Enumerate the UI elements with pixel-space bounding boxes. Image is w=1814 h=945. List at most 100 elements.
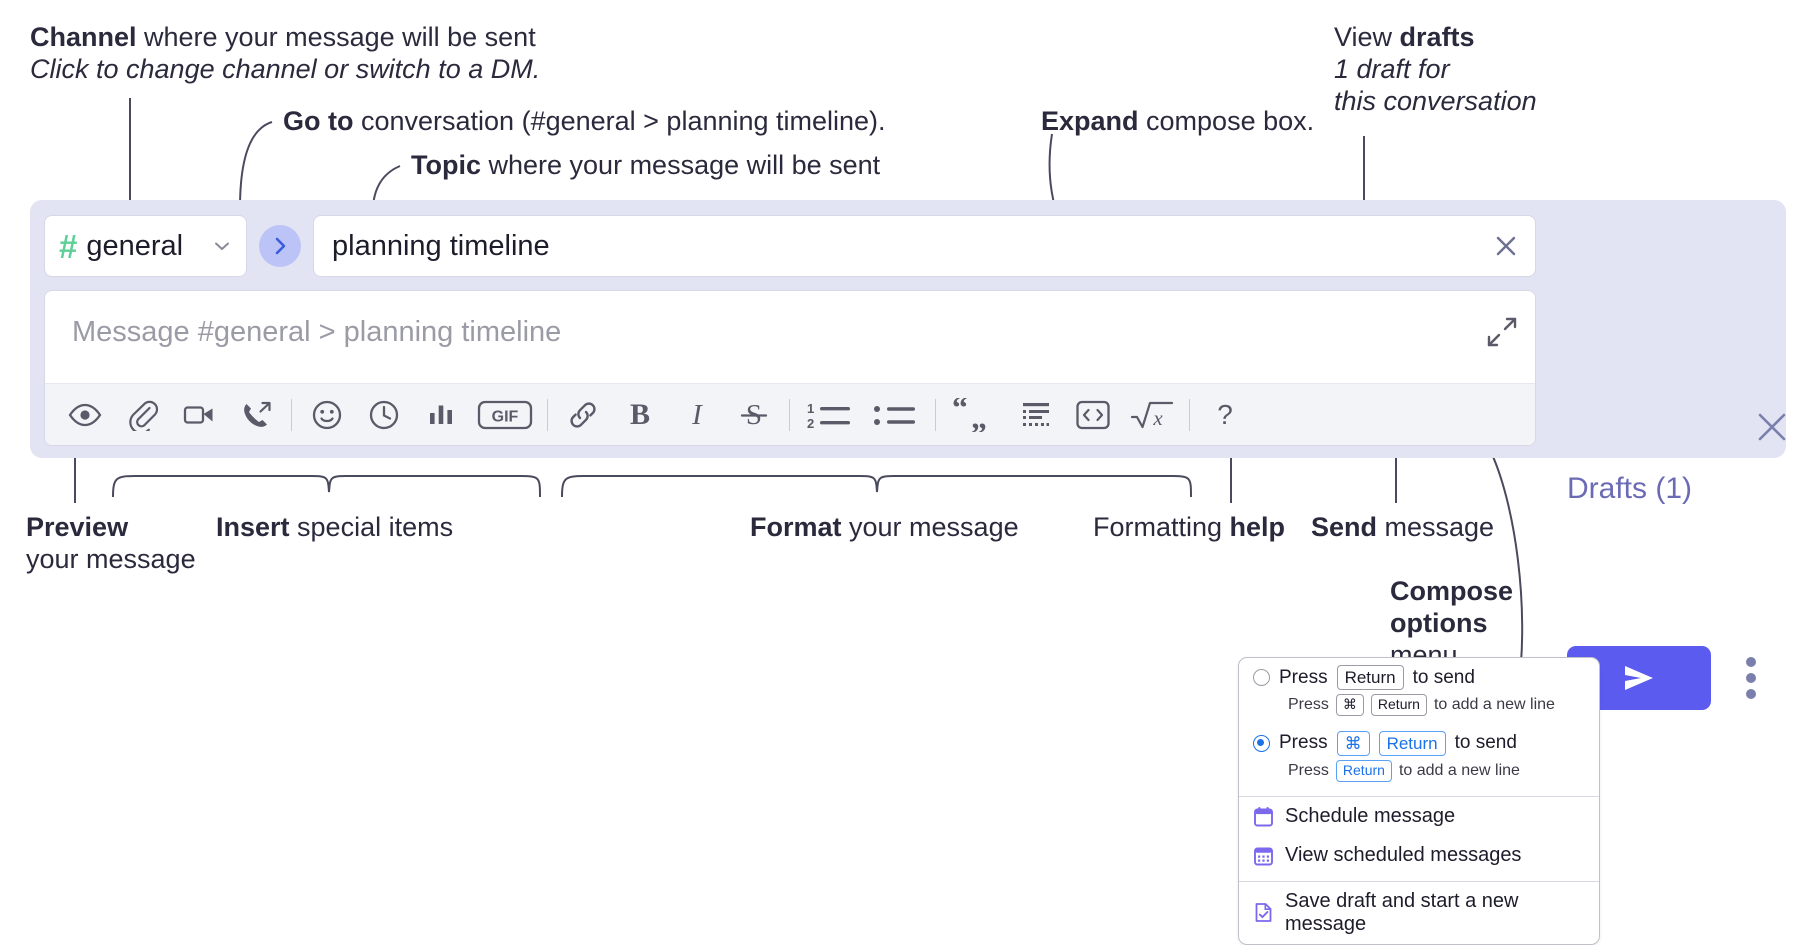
preview-icon[interactable]	[63, 393, 107, 437]
annotation-topic-bold: Topic	[411, 150, 481, 180]
toolbar-divider	[789, 398, 790, 431]
attachment-icon[interactable]	[120, 393, 164, 437]
channel-selector[interactable]: # general	[44, 215, 247, 277]
inline-code-icon[interactable]	[1071, 393, 1115, 437]
annotation-send-bold: Send	[1311, 512, 1378, 542]
menu-item-label: View scheduled messages	[1285, 843, 1522, 866]
svg-text:GIF: GIF	[492, 408, 519, 425]
annotation-preview: Preview your message	[26, 512, 196, 576]
annotation-drafts: View drafts 1 draft for this conversatio…	[1334, 22, 1537, 118]
link-icon[interactable]	[561, 393, 605, 437]
send-option-return[interactable]: Press Return to send	[1239, 658, 1599, 692]
huddle-call-icon[interactable]	[234, 393, 278, 437]
annotation-channel-bold: Channel	[30, 22, 137, 52]
option1-post: to send	[1412, 666, 1475, 688]
help-icon[interactable]: ?	[1203, 393, 1247, 437]
close-icon[interactable]	[1491, 231, 1521, 261]
compose-inner: # general planning timeline Messag	[44, 214, 1536, 446]
compose-panel: # general planning timeline Messag	[30, 200, 1789, 710]
toolbar-divider	[291, 398, 292, 431]
menu-item-label: Schedule message	[1285, 804, 1456, 827]
svg-text:2: 2	[807, 416, 814, 431]
poll-bar-chart-icon[interactable]	[419, 393, 463, 437]
menu-divider	[1239, 880, 1599, 882]
annotation-compose-options-bold2: options	[1390, 607, 1488, 638]
paper-plane-icon	[1625, 666, 1653, 690]
math-icon[interactable]: x	[1128, 393, 1176, 437]
annotation-help-pre: Formatting	[1093, 512, 1230, 542]
message-input[interactable]: Message #general > planning timeline	[45, 291, 1535, 383]
annotation-channel-rest: where your message will be sent	[136, 22, 536, 52]
annotation-help-bold: help	[1229, 512, 1286, 542]
clock-icon[interactable]	[362, 393, 406, 437]
drafts-link[interactable]: Drafts (1)	[1567, 472, 1693, 505]
compose-options-menu: Press Return to send Press ⌘ Return to a…	[1238, 657, 1600, 945]
annotation-channel: Channel where your message will be sent …	[30, 22, 540, 86]
svg-text:x: x	[1152, 406, 1163, 430]
menu-item-label: Save draft and start a new message	[1285, 889, 1519, 935]
annotation-goto-bold: Go to	[283, 106, 354, 136]
annotation-drafts-italic1: 1 draft for	[1334, 53, 1450, 84]
italic-icon[interactable]: I	[675, 393, 719, 437]
code-block-icon[interactable]	[1014, 393, 1058, 437]
expand-diagonal-icon[interactable]	[1487, 317, 1517, 347]
key-command: ⌘	[1336, 730, 1370, 756]
annotation-topic-rest: where your message will be sent	[481, 150, 881, 180]
gif-icon[interactable]: GIF	[476, 393, 534, 437]
annotation-expand: Expand compose box.	[1041, 106, 1314, 138]
menu-item-view-scheduled-messages[interactable]: View scheduled messages	[1239, 836, 1599, 875]
vertical-dots-icon[interactable]	[1736, 655, 1766, 701]
send-option-cmd-return-sub: Press Return to add a new line	[1239, 758, 1599, 790]
option1-sub-post: to add a new line	[1433, 696, 1555, 713]
video-icon[interactable]	[177, 393, 221, 437]
annotation-preview-bold: Preview	[26, 512, 129, 542]
annotation-expand-bold: Expand	[1041, 106, 1139, 136]
annotation-help: Formatting help	[1093, 512, 1285, 544]
strikethrough-icon[interactable]: S	[732, 393, 776, 437]
bold-icon[interactable]: B	[618, 393, 662, 437]
topic-input[interactable]: planning timeline	[313, 215, 1536, 277]
option2-sub-pre: Press	[1288, 761, 1329, 779]
svg-text:1: 1	[807, 401, 814, 416]
toolbar-divider	[547, 398, 548, 431]
annotation-insert-bold: Insert	[216, 512, 290, 542]
annotation-topic: Topic where your message will be sent	[411, 150, 880, 182]
annotation-preview-rest: your message	[26, 543, 196, 574]
menu-item-schedule-message[interactable]: Schedule message	[1239, 797, 1599, 836]
annotation-send: Send message	[1311, 512, 1494, 544]
annotation-goto: Go to conversation (#general > planning …	[283, 106, 886, 138]
svg-text:„: „	[971, 399, 987, 432]
close-icon[interactable]	[1755, 410, 1789, 444]
annotation-drafts-italic2: this conversation	[1334, 85, 1537, 116]
key-command: ⌘	[1335, 694, 1364, 716]
key-return: Return	[1336, 665, 1404, 691]
annotation-expand-rest: compose box.	[1138, 106, 1315, 136]
message-box: Message #general > planning timeline	[44, 290, 1536, 446]
hash-icon: #	[59, 227, 78, 265]
annotation-channel-italic: Click to change channel or switch to a D…	[30, 53, 541, 84]
annotation-format-bold: Format	[750, 512, 842, 542]
chevron-right-icon	[275, 237, 286, 255]
topic-value: planning timeline	[332, 229, 550, 262]
calendar-schedule-icon	[1254, 806, 1273, 826]
option2-post: to send	[1454, 732, 1517, 754]
annotation-insert-rest: special items	[289, 512, 454, 542]
send-option-cmd-return[interactable]: Press ⌘ Return to send	[1239, 724, 1599, 758]
svg-text:?: ?	[1217, 399, 1233, 430]
blockquote-icon[interactable]: “„	[949, 393, 1001, 437]
option1-pre: Press	[1279, 666, 1328, 688]
emoji-icon[interactable]	[305, 393, 349, 437]
annotation-goto-rest: conversation (#general > planning timeli…	[353, 106, 886, 136]
radio-cmd-return[interactable]	[1253, 734, 1270, 752]
menu-item-save-draft[interactable]: Save draft and start a new message	[1239, 882, 1599, 944]
radio-return[interactable]	[1253, 669, 1270, 687]
goto-conversation-button[interactable]	[259, 225, 301, 267]
chevron-down-icon	[215, 242, 229, 250]
key-return: Return	[1335, 760, 1392, 782]
bulleted-list-icon[interactable]	[870, 393, 922, 437]
annotation-compose-options-bold1: Compose	[1390, 576, 1514, 606]
message-placeholder: Message #general > planning timeline	[72, 316, 562, 348]
menu-divider	[1239, 795, 1599, 797]
annotation-insert: Insert special items	[216, 512, 453, 544]
